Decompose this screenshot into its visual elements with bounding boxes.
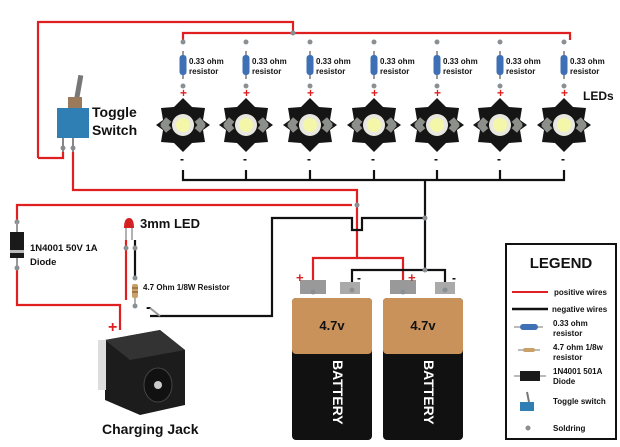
svg-text:-: - bbox=[180, 152, 184, 166]
leds-label: LEDs bbox=[583, 89, 614, 103]
svg-text:0.33 ohm: 0.33 ohm bbox=[570, 57, 605, 66]
svg-text:-: - bbox=[146, 299, 151, 316]
svg-text:-: - bbox=[561, 152, 565, 166]
svg-text:-: - bbox=[497, 152, 501, 166]
svg-text:resistor: resistor bbox=[443, 67, 472, 76]
svg-text:+: + bbox=[408, 270, 416, 285]
svg-text:resistor: resistor bbox=[570, 67, 599, 76]
negative-wires bbox=[133, 170, 566, 318]
battery-2: + - 4.7v BATTERY bbox=[383, 270, 463, 440]
svg-text:resistor: resistor bbox=[506, 67, 535, 76]
indicator-led bbox=[123, 218, 138, 251]
svg-text:+: + bbox=[561, 86, 568, 100]
svg-text:+: + bbox=[243, 86, 250, 100]
charging-jack: + - bbox=[98, 299, 185, 415]
svg-text:Soldring: Soldring bbox=[553, 424, 586, 433]
svg-text:Switch: Switch bbox=[92, 122, 137, 138]
legend-title: LEGEND bbox=[530, 255, 593, 272]
svg-text:Diode: Diode bbox=[30, 257, 56, 268]
svg-text:0.33 ohm: 0.33 ohm bbox=[252, 57, 287, 66]
svg-text:-: - bbox=[434, 152, 438, 166]
svg-text:+: + bbox=[307, 86, 314, 100]
svg-text:Diode: Diode bbox=[553, 377, 576, 386]
svg-text:-: - bbox=[243, 152, 247, 166]
svg-text:0.33 ohm: 0.33 ohm bbox=[506, 57, 541, 66]
small-resistor-label: 4.7 Ohm 1/8W Resistor bbox=[143, 283, 230, 292]
svg-text:resistor: resistor bbox=[553, 329, 582, 338]
svg-text:resistor: resistor bbox=[553, 353, 582, 362]
small-resistor bbox=[132, 275, 138, 309]
svg-text:-: - bbox=[357, 271, 361, 285]
svg-text:resistor: resistor bbox=[252, 67, 281, 76]
svg-text:BATTERY: BATTERY bbox=[421, 360, 437, 425]
svg-text:4.7v: 4.7v bbox=[410, 318, 436, 333]
svg-text:-: - bbox=[307, 152, 311, 166]
svg-text:-: - bbox=[452, 271, 456, 285]
svg-text:+: + bbox=[434, 86, 441, 100]
svg-text:BATTERY: BATTERY bbox=[330, 360, 346, 425]
svg-text:resistor: resistor bbox=[189, 67, 218, 76]
positive-wires bbox=[15, 20, 572, 330]
svg-text:+: + bbox=[180, 86, 187, 100]
svg-text:+: + bbox=[108, 319, 117, 336]
toggle-switch-label: Toggle bbox=[92, 104, 137, 120]
toggle-switch bbox=[57, 74, 89, 152]
legend: LEGEND positive wires negative wires 0.3… bbox=[505, 243, 617, 440]
svg-text:resistor: resistor bbox=[316, 67, 345, 76]
svg-text:0.33 ohm: 0.33 ohm bbox=[380, 57, 415, 66]
svg-text:4.7 ohm 1/8w: 4.7 ohm 1/8w bbox=[553, 343, 604, 352]
indicator-led-label: 3mm LED bbox=[140, 216, 200, 231]
svg-text:1N4001 501A: 1N4001 501A bbox=[553, 367, 603, 376]
battery-1: + - 4.7v BATTERY bbox=[292, 270, 372, 440]
svg-text:0.33 ohm: 0.33 ohm bbox=[443, 57, 478, 66]
svg-text:+: + bbox=[497, 86, 504, 100]
svg-text:0.33 ohm: 0.33 ohm bbox=[189, 57, 224, 66]
svg-text:4.7v: 4.7v bbox=[319, 318, 345, 333]
svg-text:+: + bbox=[371, 86, 378, 100]
diode-label: 1N4001 50V 1A bbox=[30, 243, 98, 254]
diode bbox=[10, 219, 24, 271]
svg-text:+: + bbox=[296, 270, 304, 285]
svg-text:Toggle switch: Toggle switch bbox=[553, 397, 606, 406]
svg-text:negative wires: negative wires bbox=[552, 305, 608, 314]
charging-jack-label: Charging Jack bbox=[102, 421, 199, 437]
svg-text:resistor: resistor bbox=[380, 67, 409, 76]
svg-text:positive wires: positive wires bbox=[554, 288, 607, 297]
svg-text:0.33 ohm: 0.33 ohm bbox=[316, 57, 351, 66]
svg-text:-: - bbox=[371, 152, 375, 166]
svg-text:0.33 ohm: 0.33 ohm bbox=[553, 319, 588, 328]
